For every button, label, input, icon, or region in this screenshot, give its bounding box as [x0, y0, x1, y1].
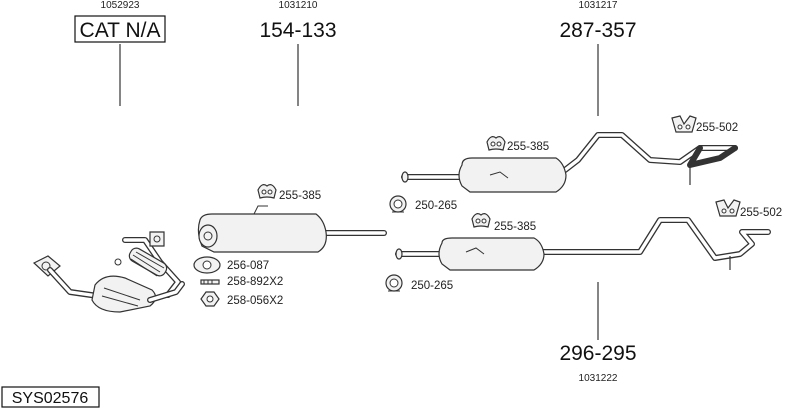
rubber-mount-icon	[257, 184, 277, 199]
system-id-box	[1, 386, 100, 408]
mount-bottom-label: 255-385	[494, 221, 536, 233]
rear-bottom-code: 1031222	[579, 373, 618, 384]
rear-muffler-top	[401, 132, 738, 193]
catalytic-converter-assembly	[32, 231, 185, 313]
rubber-mount-icon	[471, 213, 491, 228]
system-id: SYS02576	[12, 390, 89, 407]
cat-title: CAT N/A	[80, 19, 161, 42]
clamp-icon	[385, 274, 403, 292]
rear-muffler-bottom	[395, 217, 771, 271]
rear-bottom-title: 296-295	[559, 342, 636, 365]
nut-icon	[200, 291, 220, 307]
cat-title-box	[74, 15, 166, 43]
rear-top-code: 1031217	[579, 0, 618, 11]
nut-label: 258-056X2	[227, 295, 283, 307]
bolt-label: 258-892X2	[227, 276, 283, 288]
rear-top-title: 287-357	[559, 19, 636, 42]
middle-muffler	[197, 205, 387, 253]
gasket-icon	[193, 256, 221, 274]
clamp-top-label: 250-265	[415, 200, 457, 212]
bolt-icon	[200, 279, 220, 285]
mid-title: 154-133	[259, 19, 336, 42]
clamp-bottom-label: 250-265	[411, 280, 453, 292]
rubber-mount-icon	[486, 136, 506, 151]
cat-code: 1052923	[101, 0, 140, 11]
mount-mid-label: 255-385	[279, 190, 321, 202]
hanger-icon	[715, 199, 741, 217]
hanger-bottom-label: 255-502	[740, 207, 782, 219]
hanger-top-label: 255-502	[696, 122, 738, 134]
gasket-label: 256-087	[227, 260, 269, 272]
mount-top-label: 255-385	[507, 141, 549, 153]
clamp-icon	[389, 195, 407, 213]
mid-code: 1031210	[279, 0, 318, 11]
hanger-icon	[671, 115, 697, 133]
